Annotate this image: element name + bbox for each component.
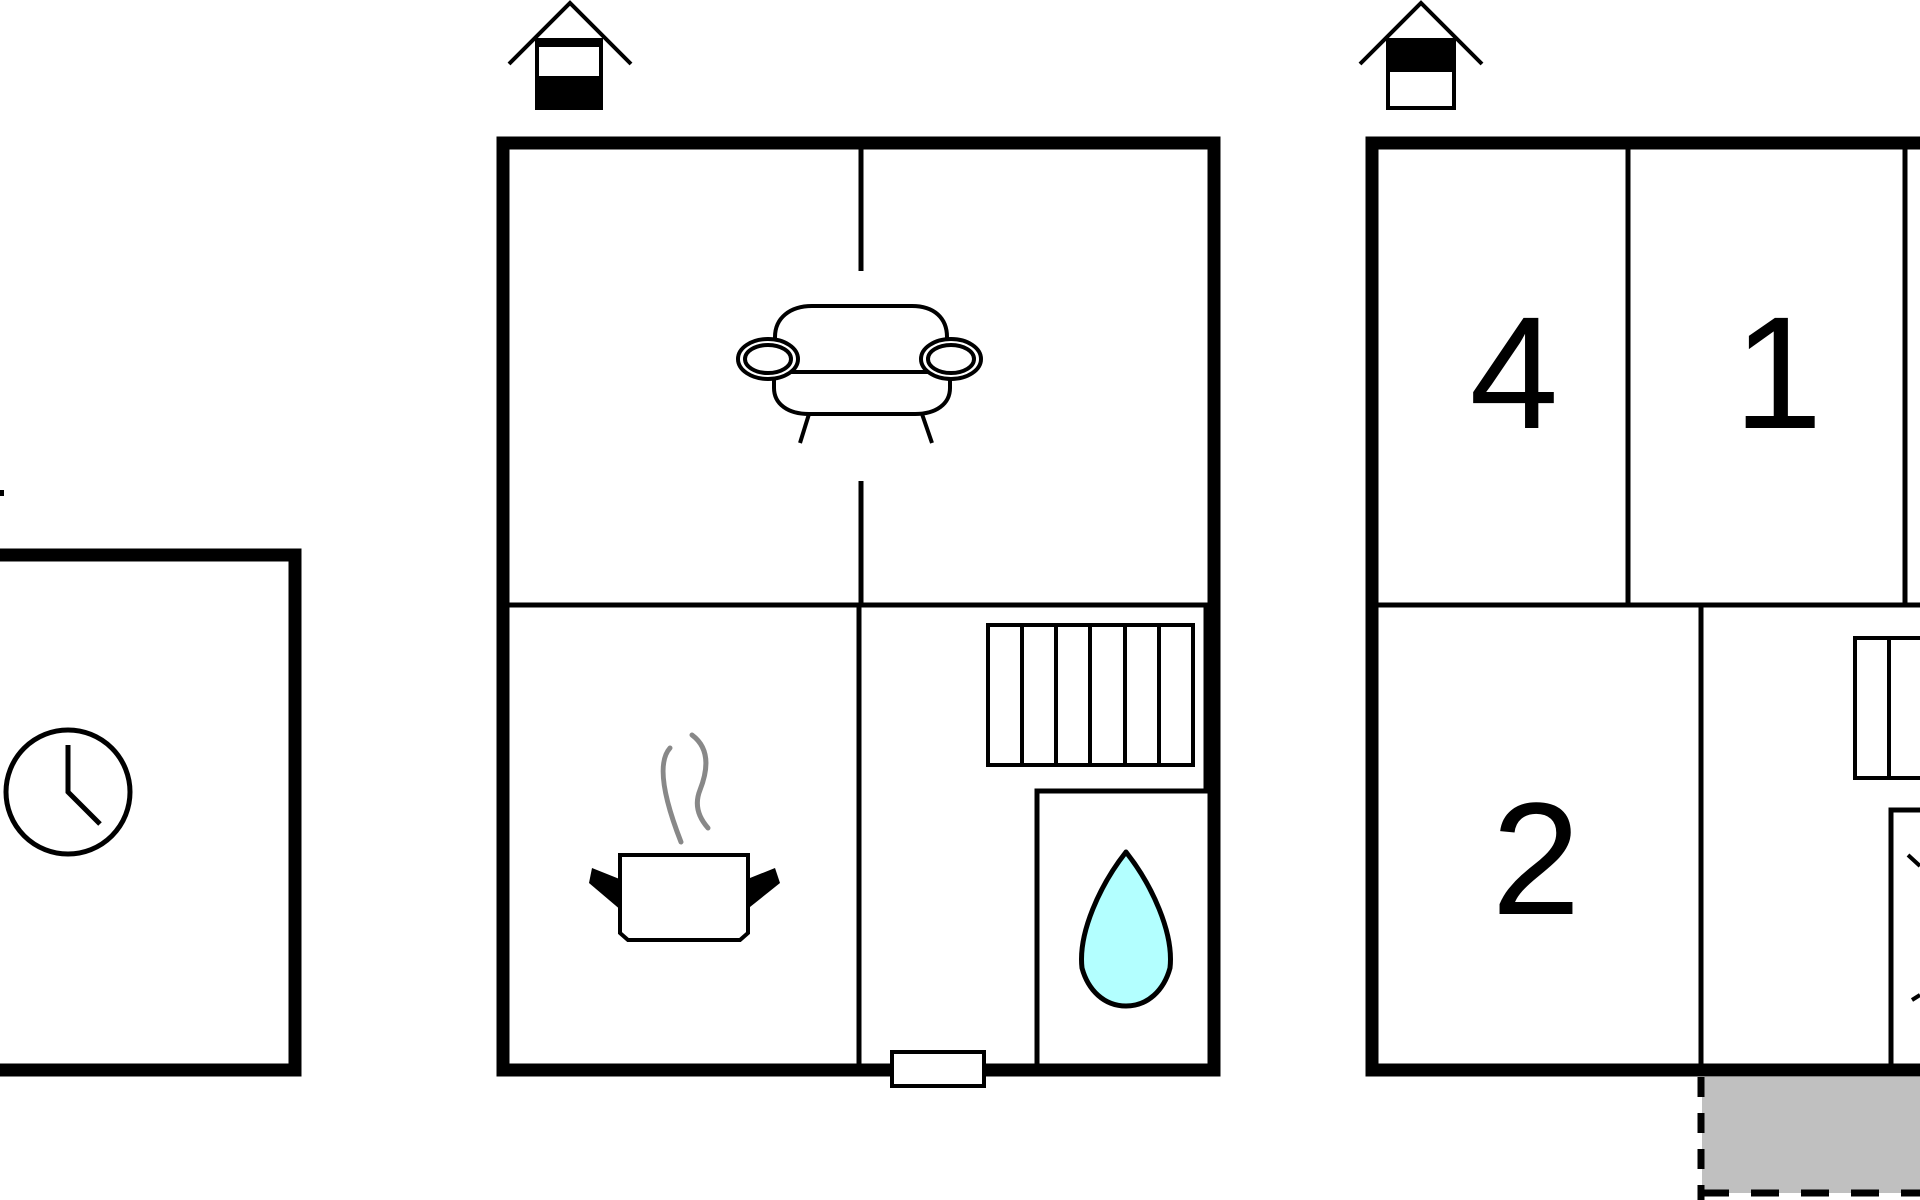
room-number-2: 2 (1492, 769, 1581, 948)
cooking-pot-icon (589, 732, 780, 942)
right-bathroom-wall (1888, 807, 1920, 1064)
clock-icon (3, 727, 133, 857)
left-building (0, 490, 302, 1077)
middle-building-outer-wall (496, 136, 1221, 1077)
floor-level-indicator-icon (507, 0, 633, 110)
door-icon (890, 1050, 986, 1088)
room-number-1: 1 (1734, 283, 1823, 462)
bathroom-wall (1034, 788, 1208, 1064)
stairs-partial (1853, 636, 1920, 780)
middle-building (496, 0, 1221, 1088)
right-building: 4 1 2 (1358, 0, 1920, 1200)
terrace-area (1697, 1077, 1920, 1200)
fixture-partial-2 (1910, 993, 1920, 1002)
left-building-dot (0, 490, 4, 496)
left-building-wall (0, 548, 302, 1077)
fixture-partial (1906, 853, 1920, 868)
room-number-4: 4 (1470, 283, 1559, 462)
sofa-icon (736, 304, 983, 444)
floor-level-indicator-icon (1358, 0, 1484, 110)
water-drop-icon (1079, 849, 1173, 1009)
radiator-icon (986, 623, 1195, 767)
right-building-outer-wall (1365, 136, 1920, 1077)
